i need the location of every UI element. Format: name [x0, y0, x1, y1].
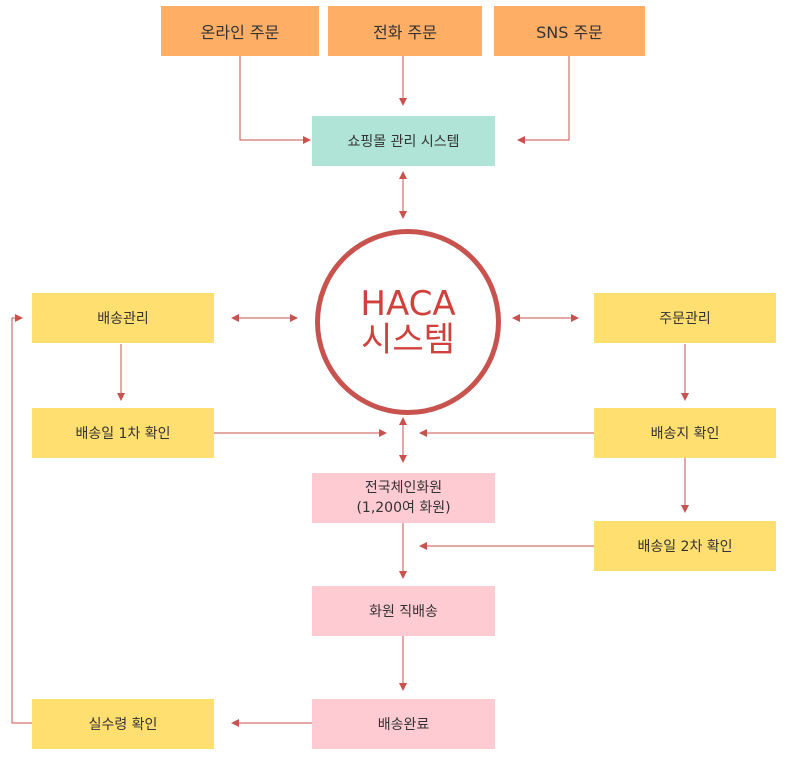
- delivery-done-label: 배송완료: [377, 717, 430, 733]
- chain-members-label: 전국체인화원: [364, 480, 443, 496]
- arrow-sns-to-shop: [517, 56, 570, 144]
- receipt-check-box: 실수령 확인: [32, 699, 214, 749]
- chain-members-count: (1,200여 화원): [356, 500, 451, 516]
- haca-system-hub: HACA 시스템: [315, 229, 501, 415]
- online-order-box: 온라인 주문: [161, 6, 319, 56]
- phone-order-box: 전화 주문: [328, 6, 482, 56]
- sns-order-label: SNS 주문: [536, 23, 603, 42]
- shop-system-box: 쇼핑몰 관리 시스템: [312, 116, 495, 166]
- sns-order-box: SNS 주문: [494, 6, 645, 56]
- delivery-mgmt-box: 배송관리: [32, 293, 214, 343]
- phone-order-label: 전화 주문: [373, 23, 437, 42]
- direct-delivery-box: 화원 직배송: [312, 586, 495, 636]
- delivery-mgmt-label: 배송관리: [97, 311, 149, 327]
- arrow-receipt-to-delivery-mgmt: [11, 314, 32, 724]
- arrow-online-to-shop: [239, 56, 311, 144]
- chain-members-box: 전국체인화원 (1,200여 화원): [312, 473, 495, 523]
- shop-system-label: 쇼핑몰 관리 시스템: [347, 134, 460, 150]
- receipt-check-label: 실수령 확인: [88, 717, 158, 733]
- second-check-label: 배송일 2차 확인: [637, 539, 733, 555]
- address-check-label: 배송지 확인: [650, 426, 720, 442]
- address-check-box: 배송지 확인: [594, 408, 776, 458]
- second-check-box: 배송일 2차 확인: [594, 521, 776, 571]
- first-check-label: 배송일 1차 확인: [75, 426, 171, 442]
- online-order-label: 온라인 주문: [200, 23, 280, 42]
- order-mgmt-label: 주문관리: [659, 311, 711, 327]
- hub-subtitle: 시스템: [361, 320, 455, 360]
- hub-title: HACA: [360, 284, 456, 324]
- first-check-box: 배송일 1차 확인: [32, 408, 214, 458]
- delivery-done-box: 배송완료: [312, 699, 495, 749]
- order-mgmt-box: 주문관리: [594, 293, 776, 343]
- direct-delivery-label: 화원 직배송: [369, 604, 438, 620]
